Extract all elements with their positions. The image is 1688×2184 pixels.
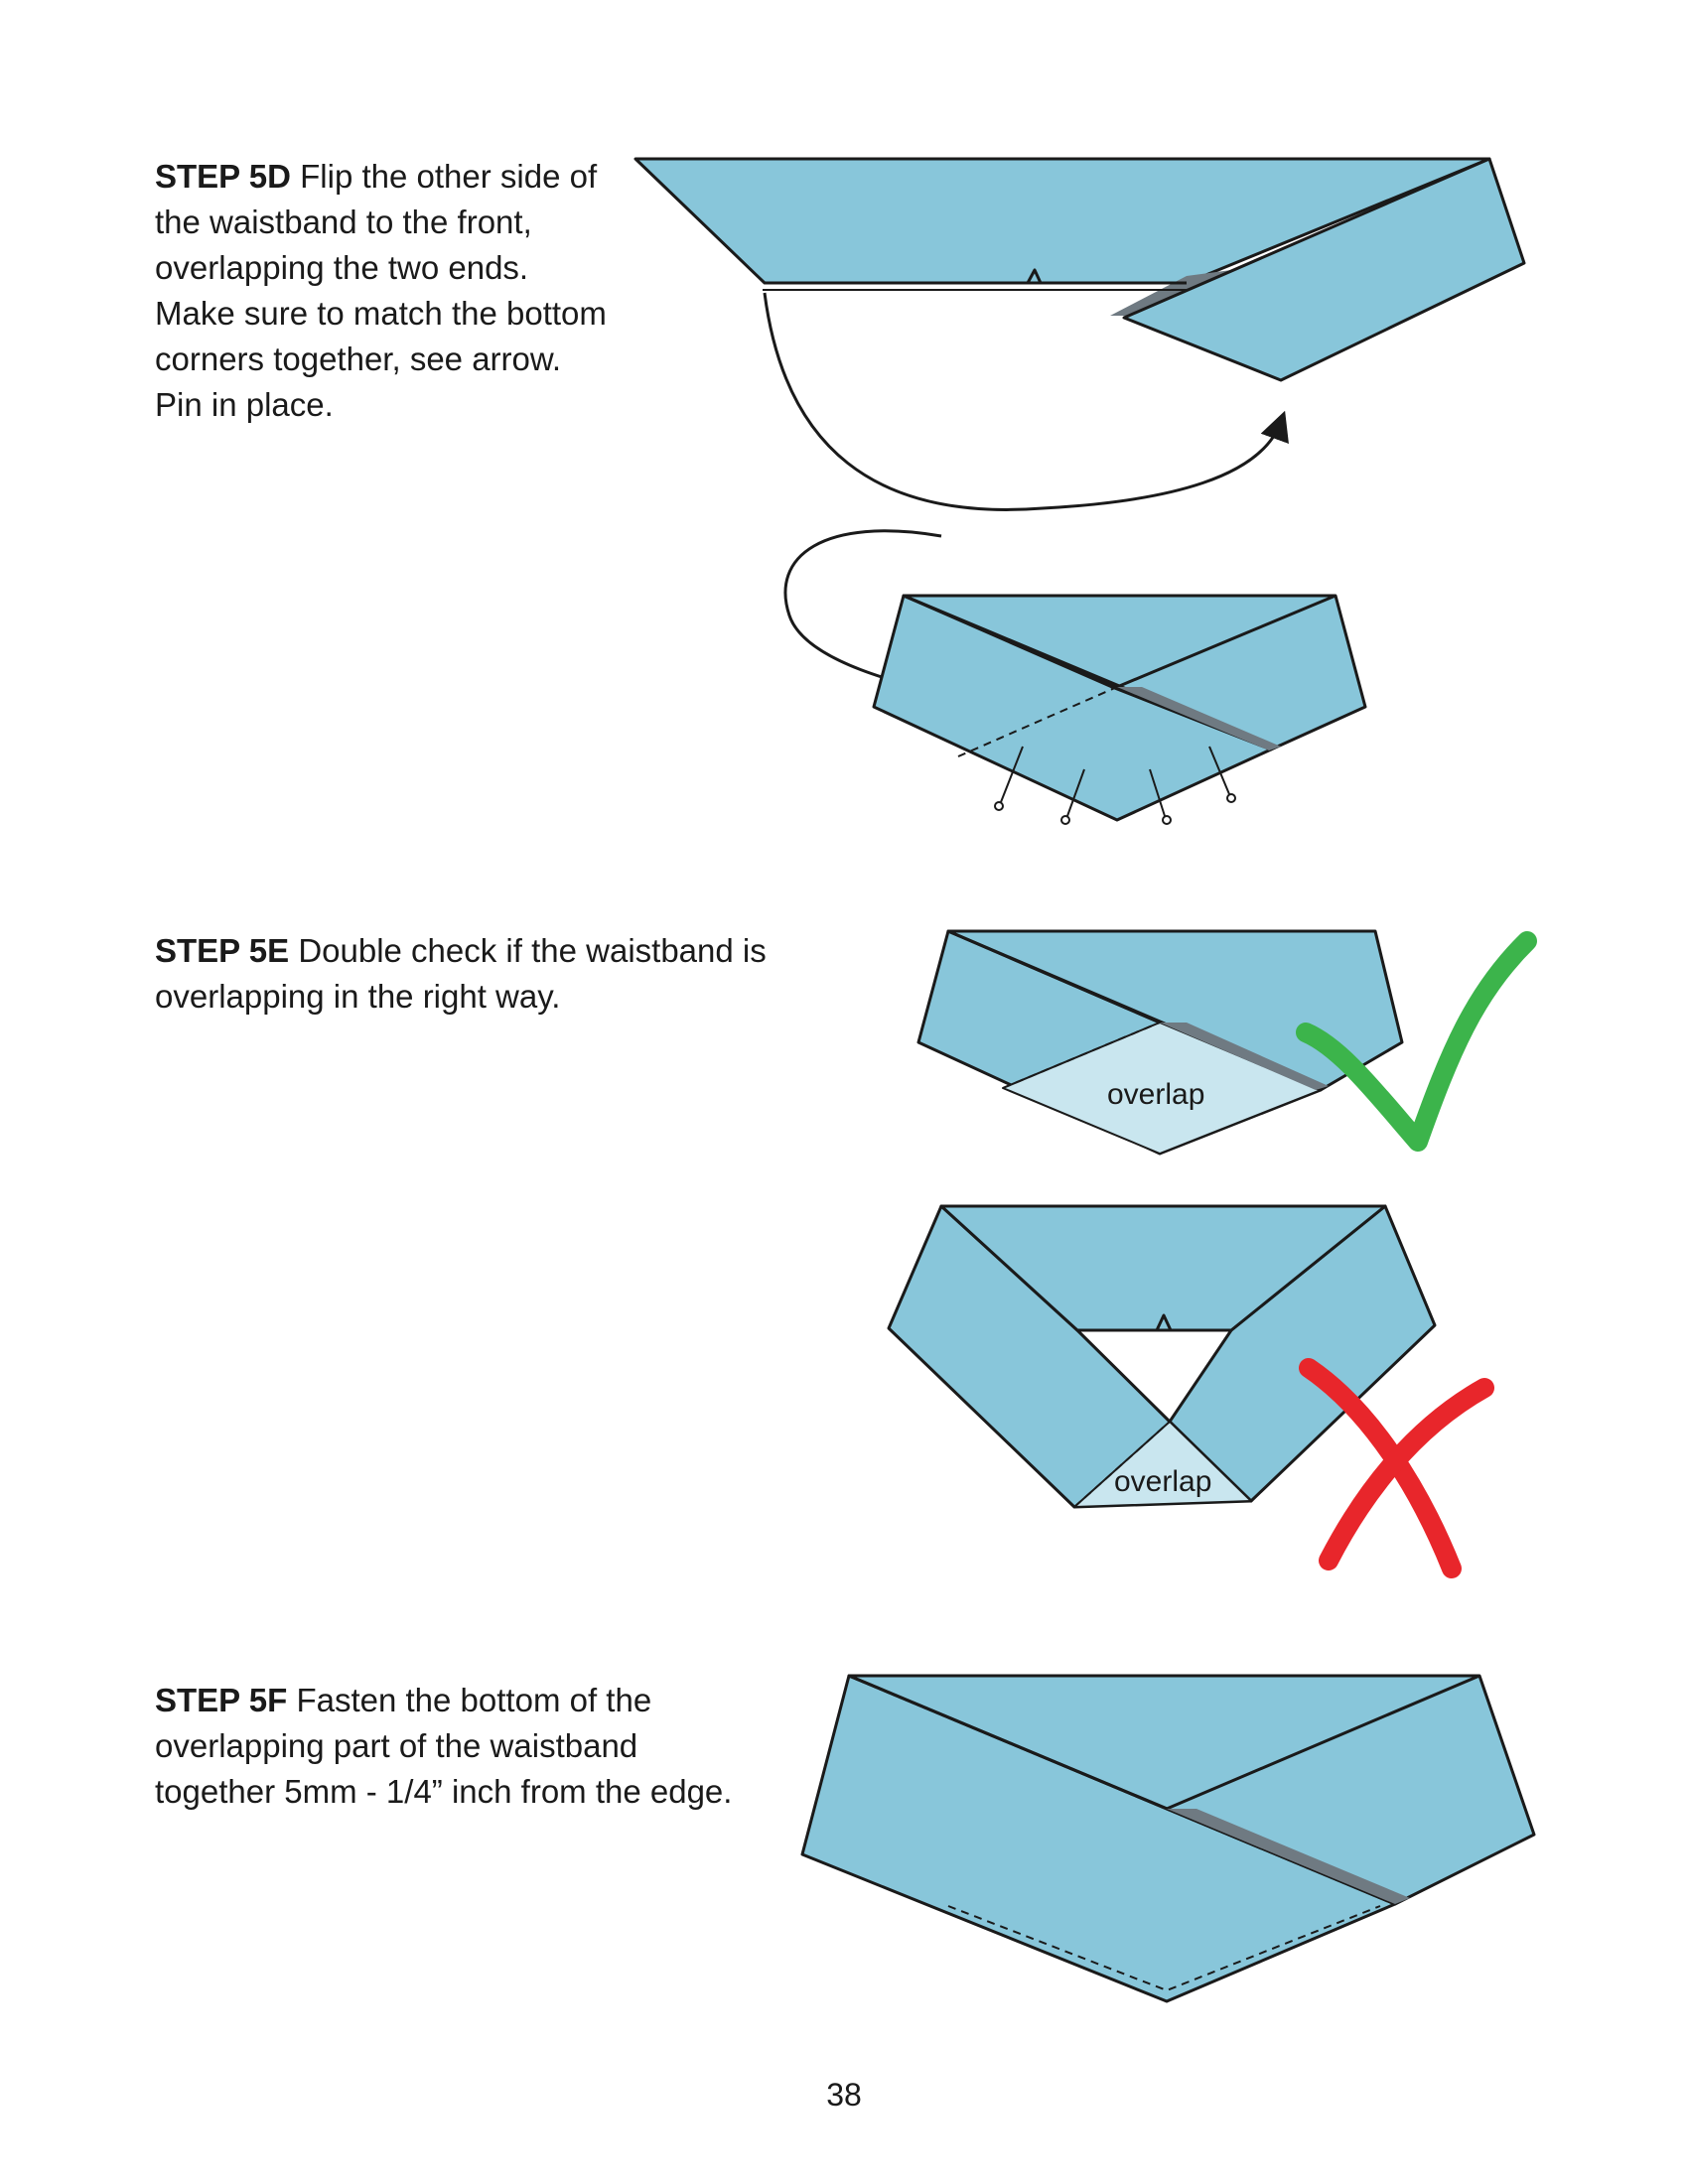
fastened-band-cross-line-2 [1166, 1674, 1480, 1811]
pins [994, 746, 1236, 825]
pin-1 [1000, 746, 1024, 803]
fastened-band-shadow [1167, 1809, 1410, 1904]
x-mark-stroke-2 [1319, 1378, 1494, 1570]
correct-overlap-diagram [916, 929, 1404, 1156]
correct-overlap-label: overlap [1107, 1078, 1204, 1111]
waistband-shadow [1110, 270, 1231, 316]
wrong-overlap-label: overlap [1114, 1465, 1211, 1498]
wrong-band-notch-edge [1077, 1313, 1231, 1332]
flip-arrow [763, 292, 1289, 511]
pin-4 [1208, 746, 1230, 795]
wrong-overlap-dash [1073, 1421, 1171, 1508]
step-5d-label: STEP 5D [155, 158, 291, 195]
wrong-overlap-area [1073, 1421, 1252, 1508]
check-mark-icon [1296, 931, 1537, 1152]
correct-overlap-dash [1002, 1022, 1161, 1089]
step-5f-body: Fasten the bottom of the overlapping par… [155, 1682, 733, 1810]
pin-4-head [1226, 793, 1236, 803]
pin-2 [1066, 768, 1085, 817]
pinned-band-shadow [1117, 687, 1281, 751]
fastened-band-diagram [800, 1674, 1536, 2003]
step-5e-body: Double check if the waistband is overlap… [155, 932, 767, 1015]
pinned-band-stitch-line [957, 686, 1118, 757]
waistband-flip-diagram [633, 157, 1526, 382]
step-5e-label: STEP 5E [155, 932, 290, 969]
step-5f-text: STEP 5F Fasten the bottom of the overlap… [155, 1678, 761, 1815]
waistband-front-strip [1122, 157, 1526, 382]
correct-band-shadow [1160, 1023, 1329, 1090]
pin-3-head [1162, 815, 1172, 825]
pinned-band-cross-line-2 [1116, 594, 1336, 689]
pin-3 [1149, 768, 1166, 817]
step-5f-label: STEP 5F [155, 1682, 288, 1718]
x-mark-icon [1299, 1358, 1494, 1578]
wrong-overlap-diagram [887, 1204, 1437, 1509]
step-5d-text: STEP 5D Flip the other side of the waist… [155, 154, 612, 428]
pinned-band-left [872, 594, 1273, 822]
pin-1-head [994, 801, 1004, 811]
waistband-bottom-edge [765, 268, 1187, 285]
step-5d-body: Flip the other side of the waistband to … [155, 158, 607, 423]
pinned-band-diagram [872, 594, 1367, 822]
pin-2-head [1060, 815, 1070, 825]
step-5e-text: STEP 5E Double check if the waistband is… [155, 928, 790, 1020]
page-number: 38 [826, 2077, 862, 2113]
